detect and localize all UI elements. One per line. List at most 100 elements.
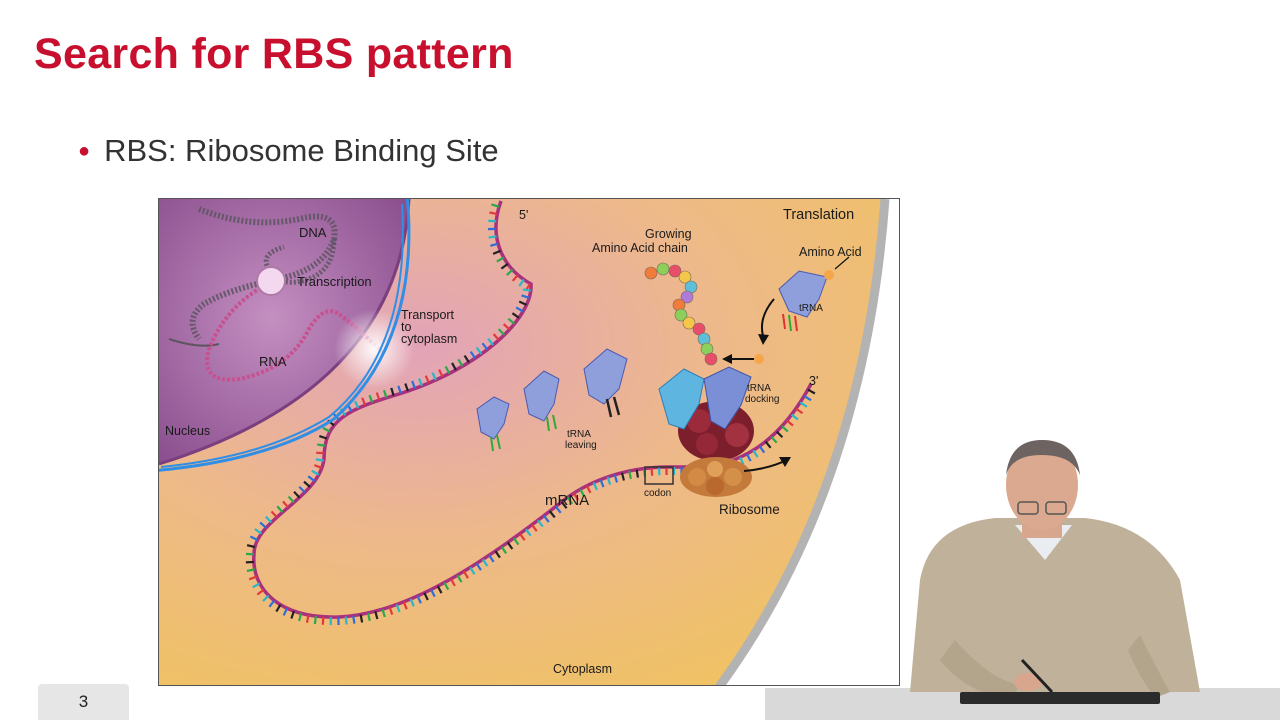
transcription-bubble [256,266,286,296]
mrna-base-tick [592,482,598,491]
mrna-base-tick [423,592,429,601]
label-rna: RNA [259,354,287,369]
mrna-base-tick [457,358,464,367]
mrna-base-tick [511,274,519,282]
page-number: 3 [38,684,129,720]
annotation-stroke-outer [159,199,411,472]
presenter-glasses-left [1017,501,1039,515]
mrna-base-tick [256,588,265,596]
mrna-base-tick [518,278,525,287]
mrna-base-tick [560,501,568,509]
label-nucleus: Nucleus [165,424,210,438]
bullet-text: RBS: Ribosome Binding Site [104,133,499,168]
mrna-base-tick [496,256,505,263]
docking-arrow-head-icon [722,354,732,364]
mrna-base-tick [745,453,752,462]
mrna-base-tick [311,469,320,476]
stylus-pen [1020,658,1054,694]
amino-acid-bead [678,270,692,284]
label-ribosome: Ribosome [719,502,780,517]
mrna-base-tick [264,515,273,524]
leaving-trnas [476,348,628,452]
mrna-base-tick [758,445,766,454]
mrna-base-tick [543,515,550,523]
annotation-stroke-inner [160,203,404,468]
mrna-base-tick [566,496,574,505]
mrna-base-tick [305,614,310,623]
mrna-base-tick [321,616,325,625]
mrna-base-tick [469,566,476,575]
label-trna-leaving-1: tRNA [567,429,591,440]
mrna-base-tick [252,582,261,589]
mrna-base-tick [613,474,619,483]
trna-approach-arrow-head-icon [758,334,769,345]
mrna-base-tick [497,328,506,336]
mrna-base-tick [628,470,632,480]
mrna-base-tick [395,604,401,613]
bullet-item: ● RBS: Ribosome Binding Site [78,133,499,169]
docked-trna [658,366,752,430]
mrna-base-tick [246,544,256,549]
mrna-base-tick [268,599,276,608]
mrna-base-tick [254,528,263,535]
mrna-base-tick [388,606,394,615]
mrna-base-tick [451,362,457,371]
amino-acid-bead [668,264,682,278]
mrna-base-tick [489,211,498,216]
mrna-base-tick [491,203,500,208]
mrna-base-tick [344,616,348,625]
mrna-base-tick [276,505,284,514]
label-growing-1: Growing [645,227,692,241]
label-trna: tRNA [799,303,823,314]
mrna-base-tick [599,479,605,488]
presenter-glasses-right [1045,501,1067,515]
mrna-base-tick [531,524,538,532]
mrna-base-tick [270,510,278,519]
mrna-base-tick [799,401,808,408]
mrna-base-tick [375,392,381,401]
mrna-base-tick [443,582,450,591]
mrna-base-tick [475,562,482,571]
mrna-base-tick [352,615,356,624]
mrna-base-tick [259,521,267,529]
mrna-base-tick [430,589,436,598]
presenter-left-arm [940,640,1020,700]
translation-diagram: DNA Transcription RNA Transport to cytop… [158,198,900,686]
mrna-base-tick [436,585,443,594]
mrna-base-tick [431,372,437,381]
mrna-base-tick [790,413,799,421]
mrna-base-tick [807,388,816,395]
mrna-base-tick [462,570,469,579]
mrna-base-tick [374,610,379,620]
mrna-base-tick [298,485,306,494]
mrna-base-tick [298,612,303,622]
mrna-base-tick [492,249,501,255]
mrna-base-tick [313,615,317,625]
mrna-base-tick [490,242,499,247]
mrna-base-tick [290,610,296,619]
translation-diagram-svg: DNA Transcription RNA Transport to cytop… [159,199,899,685]
mrna-base-tick [537,519,544,528]
mrna-base-tick [293,490,301,499]
mrna-base-tick [469,351,477,359]
mrna-base-tick [786,419,794,427]
extracellular-region [720,199,899,685]
label-trna-docking-2: docking [745,394,779,405]
mrna-base-tick [488,219,497,223]
mrna-base-tick [313,464,323,469]
slide-title: Search for RBS pattern [34,30,514,78]
mrna-base-tick [245,552,255,556]
mrna-base-tick [248,575,258,581]
mrna-base-tick [507,317,516,325]
mrna-base-tick [511,312,520,319]
bullet-dot-icon: ● [78,139,91,162]
mrna-base-tick [424,375,430,384]
mrna-base-tick [635,469,640,478]
amino-acid-bead [656,262,670,276]
mrna-base-tick [262,594,270,602]
label-growing-2: Amino Acid chain [592,241,688,255]
mrna-base-tick [505,268,514,276]
incoming-amino-acid-icon [754,354,764,364]
mrna-bases [245,203,816,626]
mrna-base-tick [506,541,514,550]
